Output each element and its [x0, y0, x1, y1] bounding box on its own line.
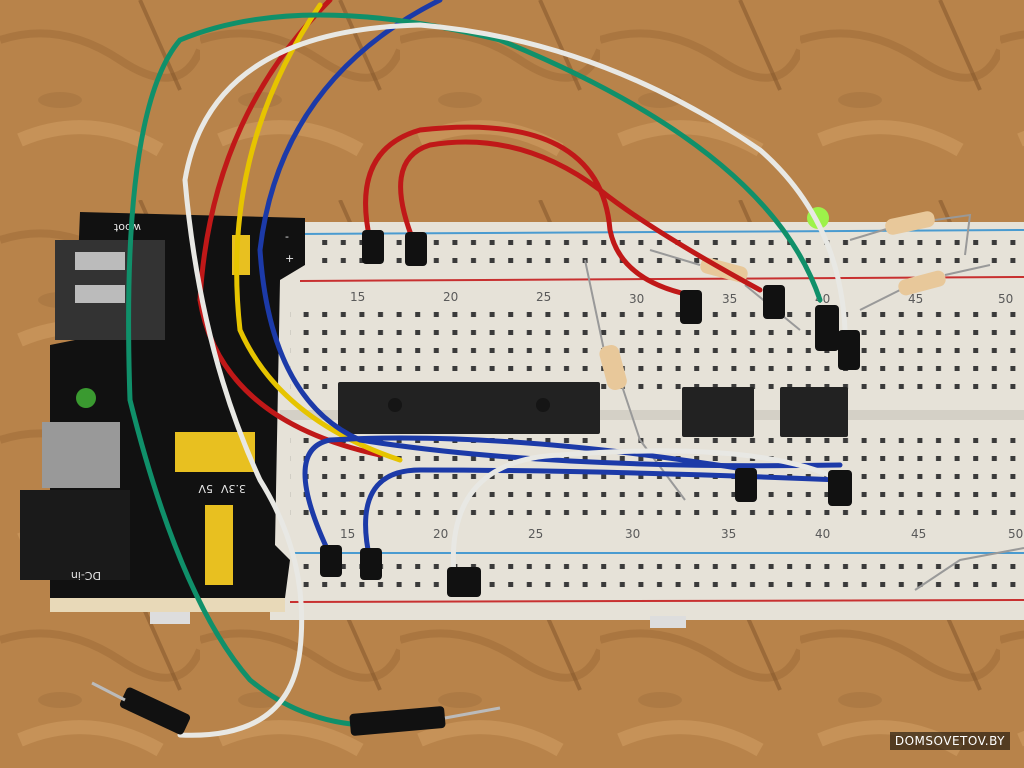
- column-number: 15: [340, 527, 355, 541]
- voltage-label-5v: 5V: [198, 482, 213, 495]
- bottom-column-numbers: 15 20 25 30 35 40 45 50: [340, 527, 1023, 541]
- ic-chip: [780, 387, 848, 437]
- power-led: [76, 388, 96, 408]
- column-number: 40: [815, 527, 830, 541]
- resistor: [898, 270, 946, 296]
- column-number: 30: [629, 292, 644, 306]
- resistor: [885, 211, 935, 235]
- microcontroller-chip: [338, 382, 600, 434]
- power-switch: [42, 422, 120, 488]
- column-number: 35: [722, 292, 737, 306]
- column-number: 30: [625, 527, 640, 541]
- resistor: [599, 344, 627, 391]
- column-number: 35: [721, 527, 736, 541]
- jumper-wires: [126, 0, 848, 738]
- dc-in-label: DC-in: [71, 569, 101, 582]
- watermark: DOMSOVETOV.BY: [889, 732, 1010, 750]
- wire-connectors: [119, 230, 860, 736]
- ic-chip: [682, 387, 754, 437]
- voltage-label-3v3: 3.3V: [221, 482, 246, 495]
- column-number: 50: [1008, 527, 1023, 541]
- column-number: 20: [433, 527, 448, 541]
- column-number: 45: [911, 527, 926, 541]
- rail-label-minus: -: [285, 230, 289, 243]
- column-number: 25: [536, 290, 551, 304]
- column-number: 45: [908, 292, 923, 306]
- column-number: 15: [350, 290, 365, 304]
- breadboard: 15 20 25 30 35 40 45 50 15 20 25 30 35 4…: [150, 222, 1024, 628]
- column-number: 50: [998, 292, 1013, 306]
- column-number: 25: [528, 527, 543, 541]
- dc-jack: [20, 490, 130, 580]
- center-channel: [280, 410, 1024, 420]
- rail-label-plus: +: [285, 252, 294, 265]
- brand-label: wbot: [113, 221, 141, 234]
- power-supply-module: wbot 5V 3.3V DC-in - +: [20, 212, 305, 612]
- jumper: [205, 505, 233, 585]
- column-number: 20: [443, 290, 458, 304]
- resistors: [584, 213, 1024, 591]
- top-column-numbers: 15 20 25 30 35 40 45 50: [350, 290, 1013, 306]
